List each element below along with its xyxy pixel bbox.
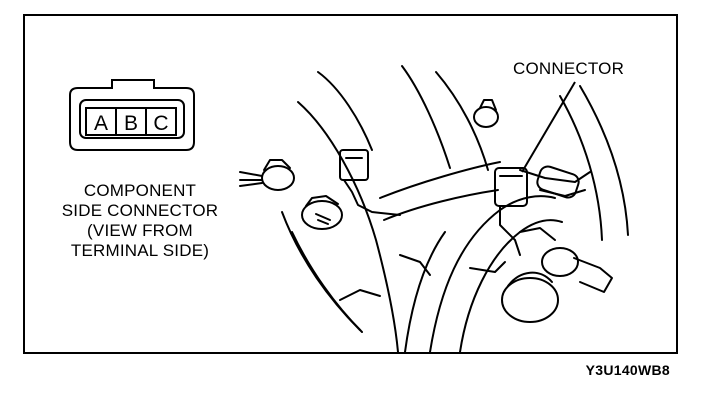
pin-a-label: A — [94, 112, 108, 135]
connector-label: CONNECTOR — [513, 59, 625, 78]
component-side-connector-label: COMPONENT SIDE CONNECTOR (VIEW FROM TERM… — [40, 181, 240, 261]
figure-frame — [23, 14, 678, 354]
component-label-line4: TERMINAL SIDE) — [70, 241, 210, 260]
connector-symbol — [69, 79, 195, 151]
pin-c-cell — [145, 107, 177, 136]
engine-bay-drawing — [239, 65, 629, 353]
component-label-line1: COMPONENT — [83, 181, 197, 200]
pin-c-label: C — [153, 112, 168, 135]
figure-code: Y3U140WB8 — [585, 362, 670, 378]
pin-b-label: B — [124, 112, 138, 135]
connector-leader-line — [521, 81, 576, 173]
component-label-line2: SIDE CONNECTOR — [61, 201, 219, 220]
component-label-line3: (VIEW FROM — [87, 221, 193, 240]
